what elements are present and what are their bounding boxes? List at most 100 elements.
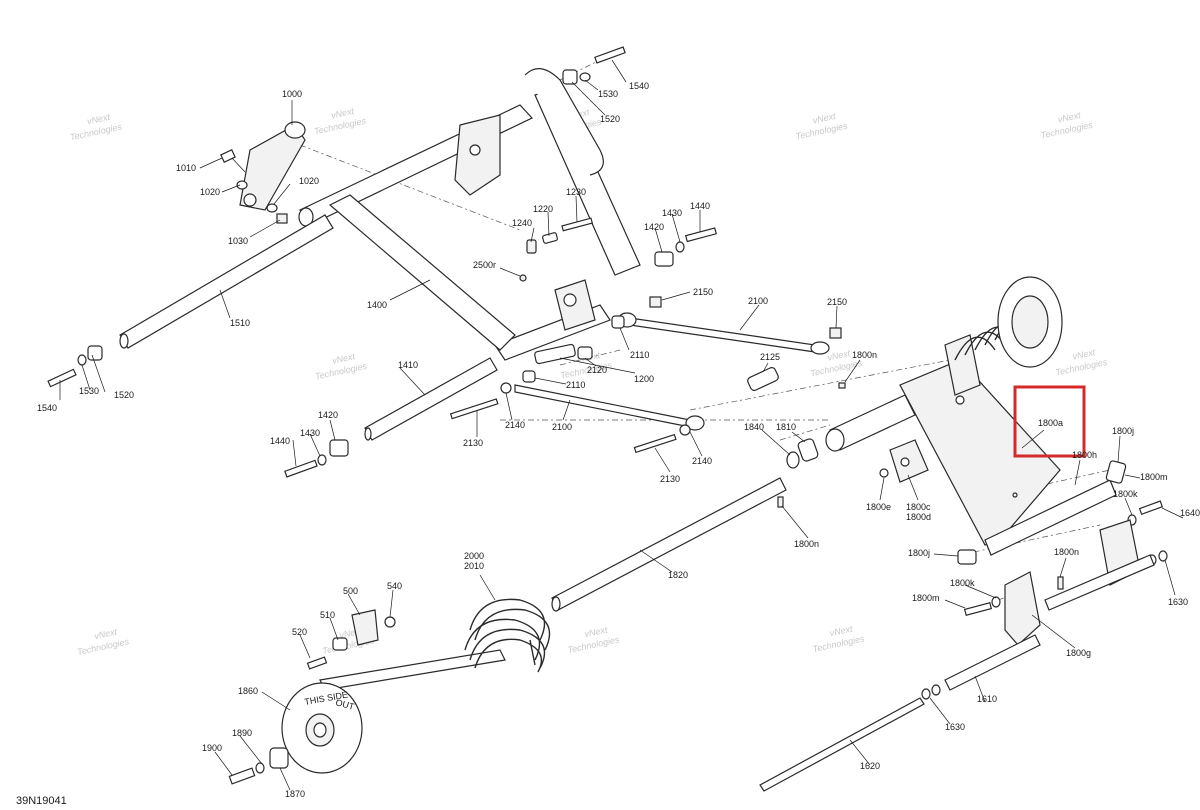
leader-lines [59, 59, 1184, 791]
callout-1020: 1020 [299, 176, 319, 186]
bushing-1810 [797, 438, 819, 462]
washer-1890 [255, 762, 265, 774]
watermark-text: vNext [812, 111, 837, 126]
bolt-group-1220 [526, 217, 594, 254]
pin-1200 [534, 343, 576, 365]
callout-510: 510 [320, 610, 335, 620]
callout-2000: 2000 [464, 551, 484, 561]
bolt-set-left [47, 345, 103, 388]
nut-2150 [649, 296, 662, 308]
watermark-text: vNext [1072, 347, 1097, 362]
callout-1220: 1220 [533, 204, 553, 214]
shaft-1510 [119, 214, 334, 349]
rear-arm-1800 [825, 276, 1117, 556]
bolt-group-1420-lower [284, 439, 349, 478]
callout-1800h: 1800h [1072, 450, 1097, 460]
callout-1520: 1520 [600, 114, 620, 124]
callout-2100: 2100 [552, 422, 572, 432]
callout-1610: 1610 [977, 694, 997, 704]
callout-1820: 1820 [668, 570, 688, 580]
washer-1840 [786, 451, 800, 469]
washer-1020 [266, 203, 278, 213]
bushing-2110 [611, 315, 625, 329]
washer-1630 [931, 684, 941, 696]
watermark-text: vNext [330, 106, 355, 121]
callout-1440: 1440 [270, 436, 290, 446]
callout-1430: 1430 [662, 208, 682, 218]
callout-2140: 2140 [505, 420, 525, 430]
callout-1620: 1620 [860, 761, 880, 771]
callout-2140: 2140 [692, 456, 712, 466]
callout-2010: 2010 [464, 561, 484, 571]
callout-1800n: 1800n [794, 539, 819, 549]
callout-1630: 1630 [1168, 597, 1188, 607]
callout-1410: 1410 [398, 360, 418, 370]
callout-1800k: 1800k [1113, 489, 1138, 499]
highlight-box-1800a[interactable] [1013, 385, 1086, 458]
callout-1010: 1010 [176, 163, 196, 173]
axle-1610 [944, 634, 1041, 691]
bushing-2110 [522, 370, 536, 383]
link-rod-2100-upper [617, 312, 830, 355]
callout-2110: 2110 [630, 350, 649, 360]
callout-1900: 1900 [202, 743, 222, 753]
bolt-1010 [220, 149, 246, 173]
callout-1020: 1020 [200, 187, 220, 197]
callout-2130: 2130 [660, 474, 680, 484]
bolt-group-1420-upper [654, 227, 717, 267]
callout-2100: 2100 [748, 296, 768, 306]
callout-1800j: 1800j [1112, 426, 1134, 436]
document-number: 39N19041 [16, 795, 67, 807]
grease-fitting-1800n [838, 382, 846, 389]
watermark-text: vNext [1057, 110, 1082, 125]
callout-540: 540 [387, 581, 402, 591]
callout-labels: 1000 1010 1020 1020 1030 1540 1530 1520 … [37, 81, 1200, 799]
sleeve-2125 [747, 367, 779, 391]
callout-1860: 1860 [238, 686, 258, 696]
callout-1440: 1440 [690, 201, 710, 211]
callout-1000: 1000 [282, 89, 302, 99]
callout-2500r: 2500r [473, 260, 496, 270]
callout-1540: 1540 [629, 81, 649, 91]
nut-2150 [829, 327, 842, 339]
callout-500: 500 [343, 586, 358, 596]
callout-1800g: 1800g [1066, 648, 1091, 658]
callout-1420: 1420 [644, 222, 664, 232]
rod-1620 [759, 697, 925, 792]
watermark-text: vNext [829, 624, 854, 639]
callout-1800d: 1800d [906, 512, 931, 522]
callout-1870: 1870 [285, 789, 305, 799]
wheel-side-label: OUT [334, 697, 355, 712]
washer-1630 [921, 688, 931, 700]
callout-2125: 2125 [760, 352, 780, 362]
bolt-set-top [562, 46, 626, 85]
callout-2150: 2150 [827, 297, 847, 307]
grease-fitting-1800n [1057, 576, 1064, 590]
watermark-text: vNext [331, 351, 356, 366]
front-arm-1400 [298, 68, 641, 361]
bracket-1800g [1004, 571, 1041, 646]
watermark-text: vNext [826, 348, 851, 363]
callout-1800m: 1800m [912, 593, 940, 603]
spacer-1870 [269, 747, 289, 769]
callout-1800e: 1800e [866, 502, 891, 512]
bushing-1800j [957, 549, 977, 565]
bracket-500-group [306, 609, 396, 670]
callout-1800j: 1800j [908, 548, 930, 558]
callout-1530: 1530 [79, 386, 99, 396]
callout-1800m: 1800m [1140, 472, 1168, 482]
rear-right-hardware [1105, 460, 1164, 526]
watermark-text: vNext [86, 112, 111, 127]
bolt-1800m [963, 602, 993, 616]
callout-2110: 2110 [566, 380, 585, 390]
callout-1800c: 1800c [906, 502, 931, 512]
callout-1200: 1200 [634, 374, 654, 384]
callout-1240: 1240 [512, 218, 532, 228]
grease-fitting-2500r [519, 274, 527, 282]
grease-fitting-1800n [777, 496, 784, 508]
bushing-2120 [577, 346, 593, 360]
callout-1800k: 1800k [950, 578, 975, 588]
bolt-1900 [228, 767, 256, 785]
watermark-text: vNext [93, 627, 118, 642]
